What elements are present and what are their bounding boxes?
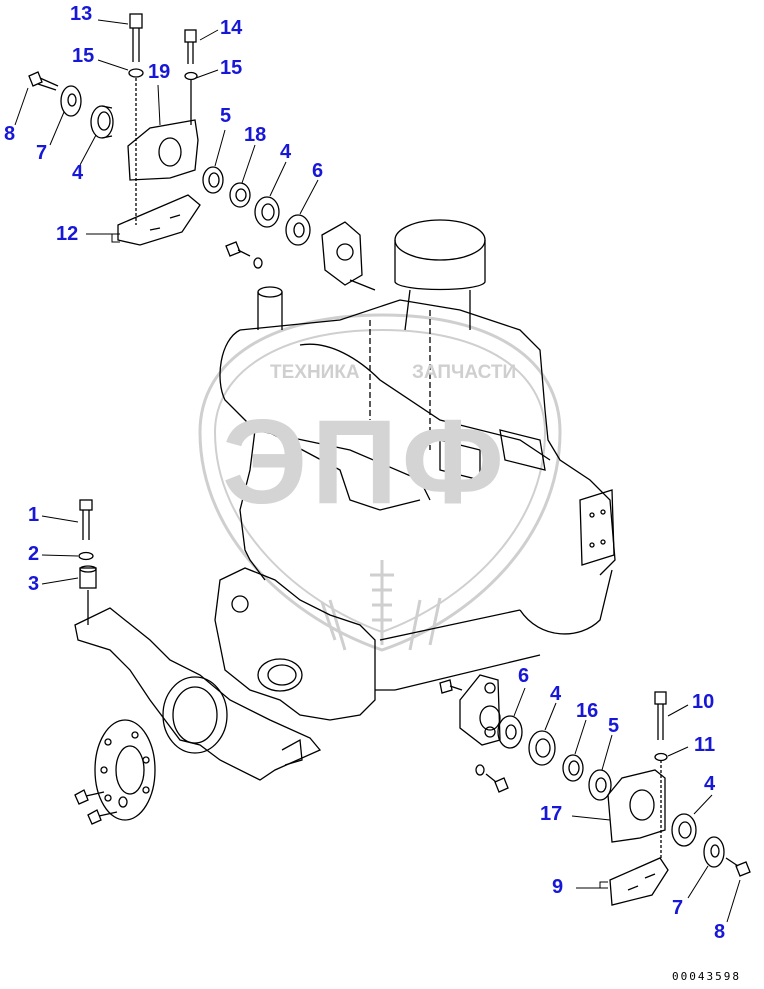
callout-2: 2 (28, 543, 40, 565)
callout-leaders (14, 19, 741, 923)
callout-11: 11 (694, 734, 716, 756)
callout-7-top: 7 (36, 142, 48, 164)
callout-18: 18 (244, 124, 267, 146)
callout-10: 10 (692, 691, 715, 713)
watermark-text-right: ЗАПЧАСТИ (412, 362, 517, 383)
callout-19: 19 (148, 61, 171, 83)
callout-7-bottom: 7 (672, 897, 684, 919)
document-number: 00043598 (672, 970, 741, 983)
callout-5-top: 5 (220, 105, 232, 127)
callout-12: 12 (56, 223, 79, 245)
callout-4-top-right: 4 (280, 141, 292, 163)
callout-16: 16 (576, 700, 599, 722)
callout-5-bottom: 5 (608, 715, 620, 737)
engine-body (214, 219, 616, 721)
watermark-logo-text: ЭПФ (222, 395, 509, 529)
callout-15-top-right: 15 (220, 57, 243, 79)
callout-4-bottom-left: 4 (550, 683, 562, 705)
callout-14: 14 (220, 17, 243, 39)
callout-6-bottom: 6 (518, 665, 530, 687)
callout-1: 1 (28, 504, 40, 526)
callout-6-top: 6 (312, 160, 324, 182)
left-mount-assembly (74, 499, 322, 825)
callout-9: 9 (552, 876, 564, 898)
callout-15-top-left: 15 (72, 45, 95, 67)
watermark-grain-icon (320, 560, 442, 651)
lower-right-assembly (439, 674, 751, 906)
callout-8-top: 8 (4, 123, 16, 145)
callout-13: 13 (70, 3, 93, 25)
callout-4-bottom-right: 4 (704, 773, 716, 795)
callout-4-top-left: 4 (72, 162, 84, 184)
callout-3: 3 (28, 573, 40, 595)
callout-17: 17 (540, 803, 563, 825)
watermark-shield (198, 313, 562, 652)
upper-left-assembly (28, 13, 376, 291)
watermark-text-left: ТЕХНИКА (270, 362, 360, 383)
callout-8-bottom: 8 (714, 921, 726, 943)
